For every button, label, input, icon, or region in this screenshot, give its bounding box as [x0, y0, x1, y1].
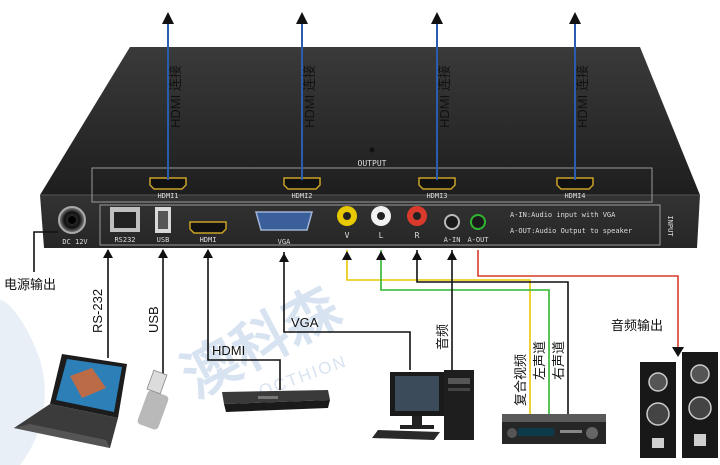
input-side-label: INPUT [666, 215, 674, 237]
cable-lines [33, 231, 679, 416]
video-rca-port: V [337, 206, 357, 240]
composite-video-label: 复合视频 [513, 354, 528, 406]
output-panel-label: OUTPUT [358, 159, 387, 168]
audio-in-jack: A-IN [444, 214, 461, 244]
audio-output-label: 音频输出 [611, 318, 663, 333]
hdmi-output-port-4: HDMI4 [556, 177, 594, 200]
speaker-arrow-icon [672, 347, 684, 357]
usb-stick-icon [137, 369, 169, 430]
audio-right-cable [416, 250, 569, 416]
speaker-left-icon [640, 362, 676, 458]
vga-label: VGA [291, 315, 319, 330]
rs232-port: RS232 [110, 207, 140, 244]
dc-port-label: DC 12V [62, 238, 88, 246]
audio-in-arrow-icon [447, 251, 457, 260]
audio-left-rca-port: L [371, 206, 391, 240]
hdmi-output-label-4: HDMI4 [564, 192, 585, 200]
output-panel [91, 167, 653, 203]
watermark: 澳科森 OCTHION [0, 274, 350, 465]
hdmi-output-label-3: HDMI3 [426, 192, 447, 200]
usb-label: USB [146, 306, 161, 333]
hdmi-output-label-1: HDMI1 [157, 192, 178, 200]
info-line-1: A-IN:Audio input with VGA [510, 211, 616, 219]
hdmi-output-port-2: HDMI2 [283, 177, 321, 200]
hdmi-input-port: HDMI [189, 221, 227, 244]
hdmi-output-label-2: HDMI2 [291, 192, 312, 200]
input-ports: DC 12V RS232 USB HDMI VGA V L [58, 206, 632, 246]
audio-label: 音频 [435, 324, 450, 350]
hdmi-link-label-4: HDMI 连接 [575, 65, 590, 128]
hdmi-input-port-label: HDMI [200, 236, 217, 244]
info-line-2: A-OUT:Audio Output to speaker [510, 227, 632, 235]
vga-port: VGA [255, 211, 313, 246]
power-cable [33, 231, 58, 272]
hdmi-link-label-2: HDMI 连接 [302, 65, 317, 128]
hdmi-label: HDMI [212, 343, 245, 358]
hdmi-link-label-1: HDMI 连接 [168, 65, 183, 128]
hdmi-output-port-3: HDMI3 [418, 177, 456, 200]
power-output-label: 电源输出 [4, 277, 56, 292]
usb-port: USB [155, 207, 171, 244]
audio-right-arrow-icon [412, 251, 422, 260]
splitter-device: OUTPUT INPUT [40, 47, 700, 248]
hdmi-output-ports: HDMI1 HDMI2 HDMI3 HDMI4 [149, 177, 594, 200]
audio-out-port-label: A-OUT [467, 236, 489, 244]
dvd-player-icon [222, 390, 330, 412]
right-channel-label: 右声道 [551, 341, 566, 380]
screw-icon [369, 147, 375, 153]
laptop-icon [14, 354, 127, 448]
audio-left-cable [380, 250, 550, 416]
rs232-arrow-icon [103, 249, 113, 258]
usb-port-label: USB [157, 236, 170, 244]
rs232-label: RS-232 [90, 289, 105, 333]
dc-power-port: DC 12V [58, 206, 88, 246]
audio-right-rca-port: R [407, 206, 427, 240]
video-arrow-icon [342, 251, 352, 260]
hdmi-output-port-1: HDMI1 [149, 177, 187, 200]
audio-left-port-label: L [379, 231, 384, 240]
vga-port-label: VGA [278, 238, 291, 246]
av-receiver-icon [502, 414, 606, 444]
audio-right-port-label: R [415, 231, 420, 240]
hdmi-link-labels: HDMI 连接 HDMI 连接 HDMI 连接 HDMI 连接 [168, 65, 590, 128]
vga-arrow-icon [279, 253, 289, 262]
rs232-port-label: RS232 [114, 236, 135, 244]
cable-arrowheads [103, 249, 684, 357]
left-channel-label: 左声道 [532, 341, 547, 380]
usb-arrow-icon [158, 249, 168, 258]
audio-in-port-label: A-IN [444, 236, 461, 244]
audio-left-arrow-icon [376, 251, 386, 260]
video-cable [346, 250, 531, 416]
hdmi-link-label-3: HDMI 连接 [437, 65, 452, 128]
video-port-label: V [345, 231, 350, 240]
connection-labels: 电源输出 RS-232 USB HDMI VGA 音频 复合视频 左声道 右声道… [4, 277, 663, 406]
desktop-computer-icon [372, 370, 474, 440]
vga-cable [283, 252, 411, 370]
hdmi-link-lines [162, 12, 581, 180]
hdmi-arrow-icon [203, 249, 213, 258]
speaker-right-icon [682, 352, 718, 458]
hdmi-input-cable [207, 250, 281, 390]
audio-out-cable [477, 250, 679, 348]
input-panel [99, 204, 661, 246]
audio-out-jack: A-OUT [467, 214, 489, 244]
